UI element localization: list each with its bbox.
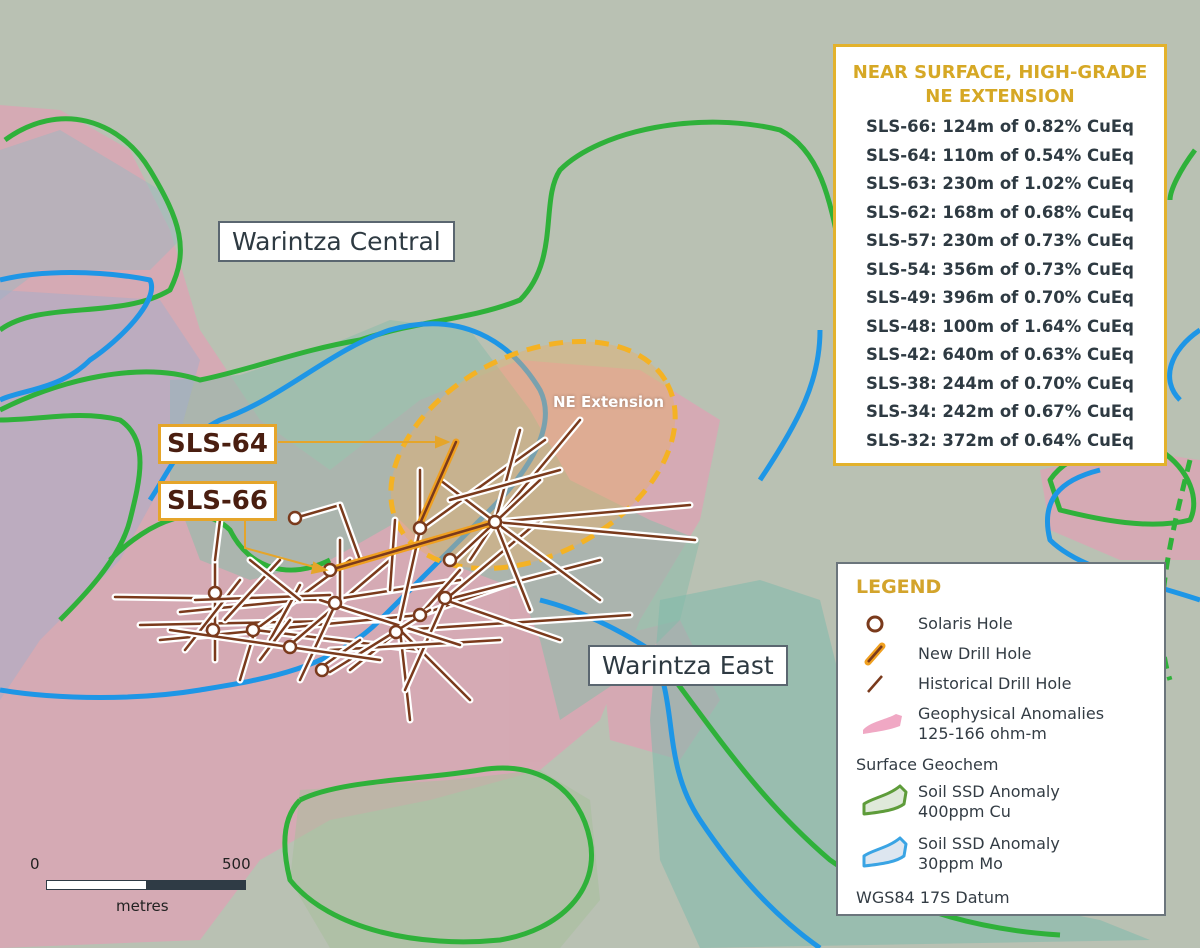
ne-extension-label: NE Extension (553, 393, 665, 411)
scale-start: 0 (30, 855, 40, 873)
historical-drill-hole (258, 618, 292, 662)
historical-drill-hole (248, 558, 302, 602)
historical-drill-hole (398, 628, 472, 702)
historical-drill-hole (328, 578, 462, 602)
historical-drill-hole (418, 438, 547, 532)
historical-drill-hole (183, 578, 242, 652)
new-drill-hole-sls-64 (416, 440, 458, 530)
solaris-hole-collar (314, 662, 330, 678)
historical-drill-hole (168, 628, 382, 662)
result-row: SLS-49: 396m of 0.70% CuEq (866, 288, 1134, 307)
callout-arrows (244, 435, 451, 575)
legend-new-drill-hole: New Drill Hole (918, 644, 1032, 663)
new-drill-hole-icon (864, 642, 886, 666)
historical-drill-hole (213, 518, 222, 562)
solaris-hole-collar (412, 520, 428, 536)
solaris-hole-collar (327, 595, 343, 611)
historical-drill-hole (328, 608, 432, 674)
solaris-hole-collar (487, 514, 503, 530)
solaris-hole-icon (866, 615, 884, 633)
result-row: SLS-64: 110m of 0.54% CuEq (866, 145, 1134, 165)
result-row: SLS-42: 640m of 0.63% CuEq (866, 345, 1134, 364)
scale-unit: metres (116, 897, 169, 915)
historical-drill-hole (298, 603, 337, 682)
scale-end: 500 (222, 855, 251, 873)
historical-drill-hole (493, 520, 697, 542)
mo-anomaly-outlines (0, 270, 1200, 948)
historical-drill-holes (111, 416, 699, 724)
solaris-hole-collar (287, 510, 303, 526)
mo-anomaly-icon (862, 836, 908, 868)
solaris-hole-collar (412, 607, 428, 623)
solaris-hole-collar (437, 590, 453, 606)
solaris-hole-collar (207, 585, 223, 601)
region-label-warintza-east: Warintza East (588, 645, 788, 686)
legend-solaris-hole: Solaris Hole (918, 614, 1013, 633)
result-row: SLS-66: 124m of 0.82% CuEq (866, 117, 1134, 136)
callout-sls-64: SLS-64 (158, 424, 277, 464)
cu-anomaly-icon (862, 784, 908, 816)
result-row: SLS-34: 242m of 0.67% CuEq (866, 402, 1134, 421)
result-row: SLS-38: 244m of 0.70% CuEq (866, 373, 1134, 393)
new-drill-hole-sls-66 (328, 520, 497, 572)
solaris-hole-collar (245, 622, 261, 638)
historical-drill-hole (493, 428, 522, 524)
solaris-hole-collar (442, 552, 458, 568)
historical-drill-hole (493, 520, 602, 602)
historical-drill-hole (443, 558, 602, 602)
result-row: SLS-54: 356m of 0.73% CuEq (866, 259, 1134, 279)
result-row: SLS-63: 230m of 1.02% CuEq (866, 174, 1134, 193)
result-row: SLS-32: 372m of 0.64% CuEq (866, 430, 1134, 450)
geophysical-anomaly-icon (863, 714, 902, 734)
result-row: SLS-48: 100m of 1.64% CuEq (866, 316, 1134, 336)
legend-datum: WGS84 17S Datum (856, 888, 1010, 907)
solaris-hole-collar (282, 639, 298, 655)
result-row: SLS-62: 168m of 0.68% CuEq (866, 202, 1134, 222)
cu-anomaly-outlines (0, 116, 1198, 945)
callout-sls-66: SLS-66 (158, 481, 277, 521)
solaris-hole-collar (388, 624, 404, 640)
legend-historical-drill-hole: Historical Drill Hole (918, 674, 1072, 693)
historical-drill-hole (328, 638, 502, 652)
historical-drill-hole (443, 598, 562, 642)
legend-surface-geochem: Surface Geochem (856, 755, 999, 774)
historical-drill-hole (293, 503, 342, 520)
solaris-holes (205, 510, 503, 678)
solaris-hole-collar (205, 622, 221, 638)
historical-drill-hole (493, 503, 692, 524)
historical-drill-hole (443, 518, 542, 602)
historical-drill-hole (338, 503, 362, 562)
scale-bar-graphic (46, 880, 246, 890)
historical-drill-hole (418, 568, 462, 617)
historical-drill-hole (318, 598, 462, 647)
historical-drill-hole (438, 478, 497, 524)
historical-drill-hole (493, 520, 532, 612)
result-row: SLS-57: 230m of 0.73% CuEq (866, 231, 1134, 250)
historical-drill-hole (448, 468, 562, 502)
historical-drill-hole (223, 558, 282, 622)
new-drill-holes (326, 438, 499, 574)
legend: LEGEND Solaris Hole New Drill Hole Histo… (836, 562, 1166, 916)
region-label-warintza-central: Warintza Central (218, 221, 455, 262)
legend-title: LEGEND (856, 576, 942, 598)
historical-drill-hole-icon (865, 673, 885, 695)
